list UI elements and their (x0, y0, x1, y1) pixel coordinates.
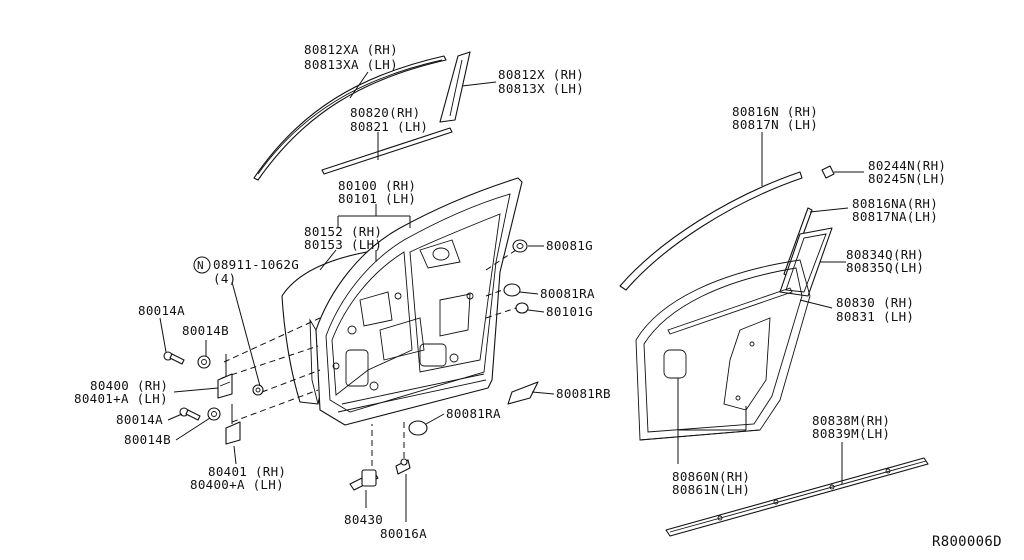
label-80081rb: 80081RB (556, 386, 611, 401)
label-80400a-lh: 80400+A (LH) (190, 477, 284, 492)
label-80244n-rh: 80244N(RH) (868, 158, 946, 173)
label-80081ra-lower: 80081RA (446, 406, 501, 421)
label-80245n-lh: 80245N(LH) (868, 171, 946, 186)
label-80014b-top: 80014B (182, 323, 229, 338)
label-80831-lh: 80831 (LH) (836, 309, 914, 324)
label-80834q-rh: 80834Q(RH) (846, 247, 924, 262)
callout-80014b-top: 80014B (182, 323, 229, 338)
label-80813xa-lh: 80813XA (LH) (304, 57, 398, 72)
part-80101g-grommet (515, 302, 529, 314)
callout-80400: 80400 (RH) 80401+A (LH) (74, 378, 168, 406)
part-80400-upper-hinge (217, 354, 233, 399)
callout-leader-lines (159, 71, 864, 522)
label-80817n-lh: 80817N (LH) (732, 117, 818, 132)
label-80830-rh: 80830 (RH) (836, 295, 914, 310)
label-08911-1062g: 08911-1062G (213, 257, 299, 272)
label-80014b-bottom: 80014B (124, 432, 171, 447)
callout-80081ra-2: 80081RA (446, 406, 501, 421)
part-80014b-nut-upper (197, 355, 211, 369)
part-80016a-bolt (395, 458, 411, 475)
label-80813x-lh: 80813X (LH) (498, 81, 584, 96)
part-80100-door-shell (309, 177, 523, 426)
label-80860n-rh: 80860N(RH) (672, 469, 750, 484)
callout-80820: 80820(RH) 80821 (LH) (350, 105, 428, 134)
label-80820-rh: 80820(RH) (350, 105, 420, 120)
part-80820-strip (321, 127, 453, 175)
callout-80860n: 80860N(RH) 80861N(LH) (672, 469, 750, 497)
label-80400-rh: 80400 (RH) (90, 378, 168, 393)
callout-80830: 80830 (RH) 80831 (LH) (836, 295, 914, 324)
callout-80812x: 80812X (RH) 80813X (LH) (498, 67, 584, 96)
callout-80014a-top: 80014A (138, 303, 185, 318)
part-80081ra-plug (503, 283, 521, 297)
part-80838m-sill-strip (665, 457, 929, 537)
label-80081g: 80081G (546, 238, 593, 253)
callout-80016a: 80016A (380, 526, 427, 541)
callout-80834q: 80834Q(RH) 80835Q(LH) (846, 247, 924, 275)
label-80401-rh: 80401 (RH) (208, 464, 286, 479)
callout-80081g: 80081G (546, 238, 593, 253)
label-08911-qty: (4) (213, 271, 236, 286)
callout-80101g: 80101G (546, 304, 593, 319)
callout-80081ra-1: 80081RA (540, 286, 595, 301)
label-80816na-rh: 80816NA(RH) (852, 196, 938, 211)
part-80014b-nut-lower (207, 407, 221, 421)
label-80101-lh: 80101 (LH) (338, 191, 416, 206)
label-80101g: 80101G (546, 304, 593, 319)
label-80816n-rh: 80816N (RH) (732, 104, 818, 119)
part-80834q-seal (779, 227, 833, 297)
part-80014a-bolt-lower (179, 407, 201, 421)
callout-80100: 80100 (RH) 80101 (LH) (338, 178, 416, 206)
label-80152-rh: 80152 (RH) (304, 224, 382, 239)
part-80860n-sealing-screen (663, 317, 771, 411)
part-80081g-grommet (512, 239, 528, 253)
n-symbol-circle (193, 256, 211, 274)
diagram-code: R800006D (932, 534, 1002, 550)
part-80812xa-moulding (253, 55, 447, 181)
label-80817na-lh: 80817NA(LH) (852, 209, 938, 224)
part-80244n-clip (821, 165, 835, 179)
label-80153-lh: 80153 (LH) (304, 237, 382, 252)
label-80812xa-rh: 80812XA (RH) (304, 42, 398, 57)
label-80014a-bottom: 80014A (116, 412, 163, 427)
label-80401a-lh: 80401+A (LH) (74, 391, 168, 406)
part-80401-lower-hinge (225, 404, 241, 445)
part-80081ra-lower-plug (408, 420, 428, 436)
label-80100-rh: 80100 (RH) (338, 178, 416, 193)
label-80861n-lh: 80861N(LH) (672, 482, 750, 497)
part-80830-door-seal (635, 259, 811, 441)
label-80835q-lh: 80835Q(LH) (846, 260, 924, 275)
part-08911-bolt (252, 384, 264, 396)
label-80014a-top: 80014A (138, 303, 185, 318)
callout-80014a-bot: 80014A (116, 412, 163, 427)
part-80014a-bolt-upper (163, 351, 185, 365)
label-80838m-rh: 80838M(RH) (812, 413, 890, 428)
callout-80401: 80401 (RH) 80400+A (LH) (190, 464, 286, 492)
callout-80812xa: 80812XA (RH) 80813XA (LH) (304, 42, 398, 72)
callout-80152: 80152 (RH) 80153 (LH) (304, 224, 382, 252)
label-80016a: 80016A (380, 526, 427, 541)
part-80081rb-seal (507, 381, 539, 405)
callout-80244n: 80244N(RH) 80245N(LH) (868, 158, 946, 186)
callout-80014b-bot: 80014B (124, 432, 171, 447)
label-80081ra-upper: 80081RA (540, 286, 595, 301)
label-80839m-lh: 80839M(LH) (812, 426, 890, 441)
callout-80838m: 80838M(RH) 80839M(LH) (812, 413, 890, 441)
part-80816n-weatherstrip (619, 171, 803, 291)
label-80821-lh: 80821 (LH) (350, 119, 428, 134)
callout-80430: 80430 (344, 512, 383, 527)
label-80812x-rh: 80812X (RH) (498, 67, 584, 82)
callout-80816na: 80816NA(RH) 80817NA(LH) (852, 196, 938, 224)
label-80430: 80430 (344, 512, 383, 527)
part-80812x-filler (439, 51, 471, 123)
part-80430-check-link (349, 469, 379, 491)
callout-08911: N 08911-1062G (4) (193, 256, 299, 286)
n-symbol: N (197, 259, 204, 272)
callout-80081rb: 80081RB (556, 386, 611, 401)
callout-80816n: 80816N (RH) 80817N (LH) (732, 104, 818, 132)
